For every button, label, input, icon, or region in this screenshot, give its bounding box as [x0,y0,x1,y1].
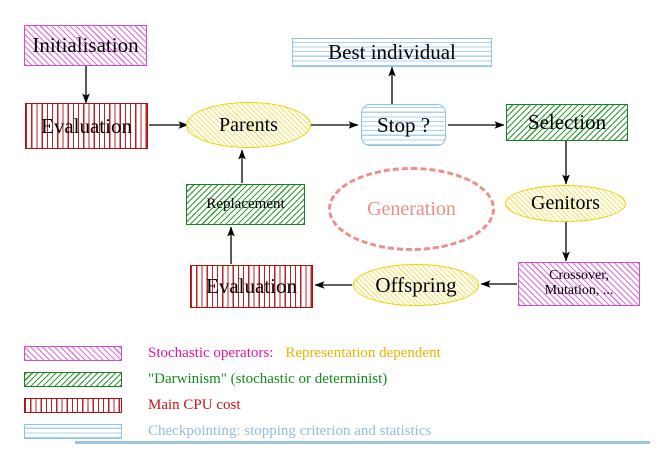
legend-label-main-cpu-cost: Main CPU cost [148,396,241,413]
node-genitors[interactable]: Genitors [505,185,626,222]
legend-label-stochastic-operators: Stochastic operators: [148,344,274,361]
legend-row-checkpointing: Checkpointing: stopping criterion and st… [24,422,431,440]
node-evaluation-top[interactable]: Evaluation [25,103,148,149]
node-genitors-label: Genitors [531,192,600,214]
node-offspring[interactable]: Offspring [353,264,479,306]
legend-swatch-blue-horizontal-hatch-icon [24,423,122,439]
node-selection-label: Selection [527,110,607,135]
node-best-individual-label: Best individual [328,40,456,65]
node-replacement[interactable]: Replacement [186,184,305,225]
node-initialisation-label: Initialisation [32,33,139,58]
node-initialisation[interactable]: Initialisation [24,25,147,66]
legend-swatch-red-vertical-hatch-icon [24,397,122,413]
node-stop[interactable]: Stop ? [361,104,446,146]
node-evaluation-bottom[interactable]: Evaluation [190,265,313,308]
legend-label-checkpointing: Checkpointing: stopping criterion and st… [148,422,432,439]
node-evaluation-top-label: Evaluation [41,113,132,138]
node-replacement-label: Replacement [206,195,285,212]
node-evaluation-bottom-label: Evaluation [206,274,297,299]
node-generation-label: Generation [367,197,456,220]
legend-row-main-cpu-cost: Main CPU cost [24,396,241,414]
node-offspring-label: Offspring [375,272,457,297]
node-crossover-mutation-label: Crossover, Mutation, ... [544,268,614,298]
legend-label-representation-dependent: Representation dependent [285,344,441,361]
legend-swatch-magenta-diagonal-hatch-icon [24,345,122,361]
node-selection[interactable]: Selection [506,104,628,141]
legend-row-darwinism: "Darwinism" (stochastic or determinist) [24,370,387,388]
node-parents-label: Parents [219,113,278,136]
node-crossover-mutation[interactable]: Crossover, Mutation, ... [518,262,640,306]
node-generation-loop: Generation [328,167,495,251]
legend: Stochastic operators: Representation depe… [0,338,662,448]
node-parents[interactable]: Parents [186,102,311,148]
node-best-individual[interactable]: Best individual [292,38,492,67]
legend-label-darwinism: "Darwinism" (stochastic or determinist) [148,370,388,387]
legend-text-stochastic-operators: Stochastic operators: Representation depe… [148,345,441,362]
bottom-divider [75,441,650,444]
node-stop-label: Stop ? [376,112,431,137]
legend-swatch-green-diagonal-hatch-icon [24,371,122,387]
legend-row-stochastic-operators: Stochastic operators: Representation depe… [24,344,441,362]
